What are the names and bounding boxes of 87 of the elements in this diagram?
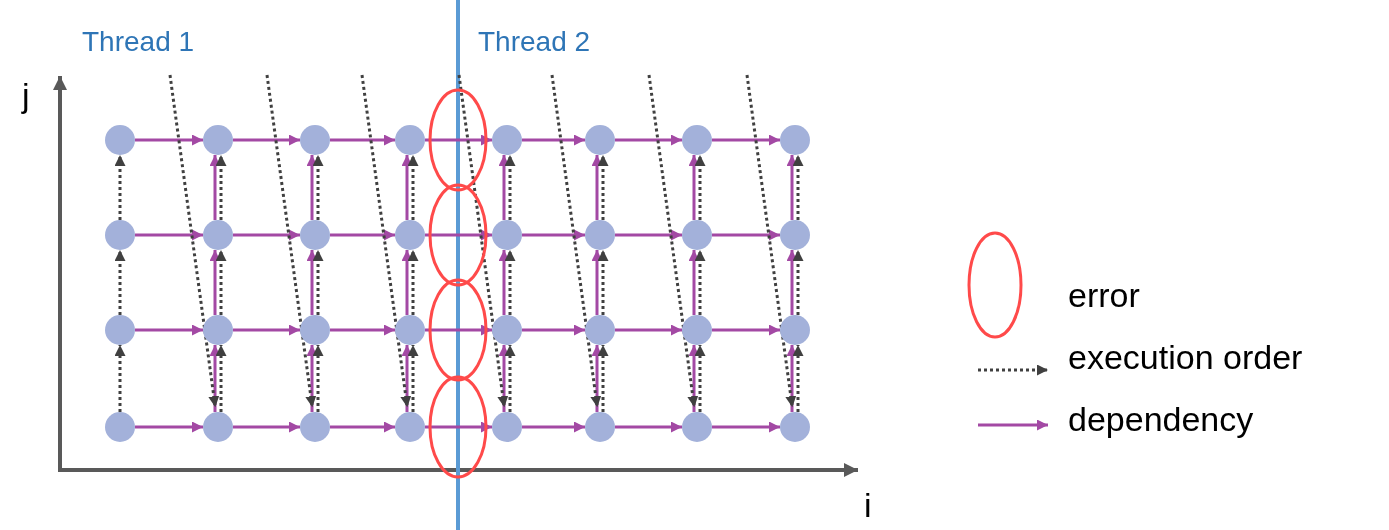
dotted-arrow — [312, 250, 324, 315]
arrow — [330, 324, 395, 336]
dotted-arrow — [215, 345, 227, 412]
axis-label: i — [864, 488, 872, 522]
arrow — [209, 155, 221, 220]
arrow — [209, 345, 221, 412]
arrow — [591, 345, 603, 412]
arrow — [591, 155, 603, 220]
dotted-arrow — [407, 250, 419, 315]
arrow — [615, 421, 682, 433]
dotted-arrow — [215, 250, 227, 315]
arrow — [498, 155, 510, 220]
dotted-arrow — [265, 74, 317, 408]
dotted-arrow — [114, 250, 126, 315]
dotted-arrow — [407, 345, 419, 412]
arrow — [330, 421, 395, 433]
dotted-arrow — [504, 250, 516, 315]
dotted-arrow — [597, 250, 609, 315]
dotted-arrow — [215, 155, 227, 220]
arrow — [591, 250, 603, 315]
arrow — [712, 134, 780, 146]
arrow — [786, 155, 798, 220]
dotted-arrow — [745, 74, 797, 408]
dotted-arrow — [550, 74, 602, 408]
arrow — [712, 421, 780, 433]
arrow — [615, 324, 682, 336]
arrow — [688, 155, 700, 220]
dotted-arrow — [597, 155, 609, 220]
arrow — [615, 229, 682, 241]
arrow — [233, 229, 300, 241]
dotted-arrow — [114, 345, 126, 412]
arrow — [233, 324, 300, 336]
dotted-arrow — [504, 155, 516, 220]
arrow — [135, 324, 203, 336]
arrow — [425, 324, 492, 336]
arrow — [786, 250, 798, 315]
arrow — [688, 250, 700, 315]
arrow — [522, 324, 585, 336]
dotted-arrow — [647, 74, 699, 408]
arrow — [401, 250, 413, 315]
thread-label: Thread 2 — [478, 28, 591, 56]
arrow — [522, 421, 585, 433]
arrow — [306, 345, 318, 412]
dotted-arrow — [312, 345, 324, 412]
arrow — [786, 345, 798, 412]
dotted-arrow — [457, 74, 509, 408]
arrow — [233, 421, 300, 433]
legend-text: execution order — [1068, 340, 1303, 374]
dotted-arrow — [694, 250, 706, 315]
arrow — [615, 134, 682, 146]
arrow — [233, 134, 300, 146]
dotted-arrow — [114, 155, 126, 220]
arrow — [498, 250, 510, 315]
arrow — [209, 250, 221, 315]
arrow — [712, 324, 780, 336]
dotted-arrow — [360, 74, 412, 408]
arrow — [306, 250, 318, 315]
arrow — [330, 134, 395, 146]
dotted-arrow — [504, 345, 516, 412]
dotted-arrow — [694, 155, 706, 220]
dotted-arrow — [694, 345, 706, 412]
arrow — [401, 155, 413, 220]
dotted-arrow — [168, 74, 220, 408]
arrow — [425, 134, 492, 146]
arrow — [135, 134, 203, 146]
arrow — [522, 229, 585, 241]
thread-label: Thread 1 — [82, 28, 195, 56]
arrow — [401, 345, 413, 412]
legend-text: dependency — [1068, 402, 1254, 436]
dotted-arrow — [792, 345, 804, 412]
dotted-arrow — [312, 155, 324, 220]
dotted-arrow — [792, 250, 804, 315]
arrow — [330, 229, 395, 241]
dotted-arrow — [792, 155, 804, 220]
arrow — [425, 421, 492, 433]
dotted-arrow — [597, 345, 609, 412]
arrow — [712, 229, 780, 241]
arrow — [425, 229, 492, 241]
arrow — [306, 155, 318, 220]
arrow — [522, 134, 585, 146]
arrow — [135, 229, 203, 241]
arrow — [688, 345, 700, 412]
dotted-arrow — [407, 155, 419, 220]
arrow — [498, 345, 510, 412]
legend-text: error — [1068, 278, 1140, 312]
arrow — [135, 421, 203, 433]
axis-label: j — [22, 78, 30, 112]
